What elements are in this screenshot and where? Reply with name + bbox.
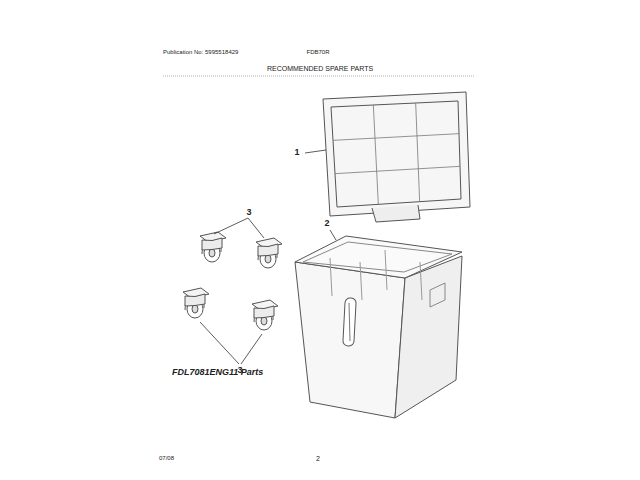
callout-number: 3 <box>237 366 242 375</box>
callout-number: 1 <box>294 148 299 157</box>
grid-line <box>333 134 459 141</box>
page-number: 2 <box>316 455 320 462</box>
grid-line <box>416 103 420 202</box>
model-caption: FDL7081ENG11 Parts <box>172 368 263 377</box>
grid-line <box>335 166 460 173</box>
date-code: 07/08 <box>159 455 174 461</box>
page-heading: RECOMMENDED SPARE PARTS <box>267 65 373 72</box>
callout-number: 3 <box>246 208 251 217</box>
leader-lines <box>200 150 336 364</box>
model-number: FDB70R <box>306 49 329 55</box>
grid-line <box>373 105 378 204</box>
publication-number: Publication No: 5995518429 <box>163 49 238 55</box>
caster-wheels <box>183 232 282 330</box>
callout-number: 2 <box>324 219 329 228</box>
water-tank <box>295 236 462 418</box>
header-rule <box>163 76 474 77</box>
filter-grid <box>333 103 460 204</box>
air-filter <box>323 92 470 222</box>
